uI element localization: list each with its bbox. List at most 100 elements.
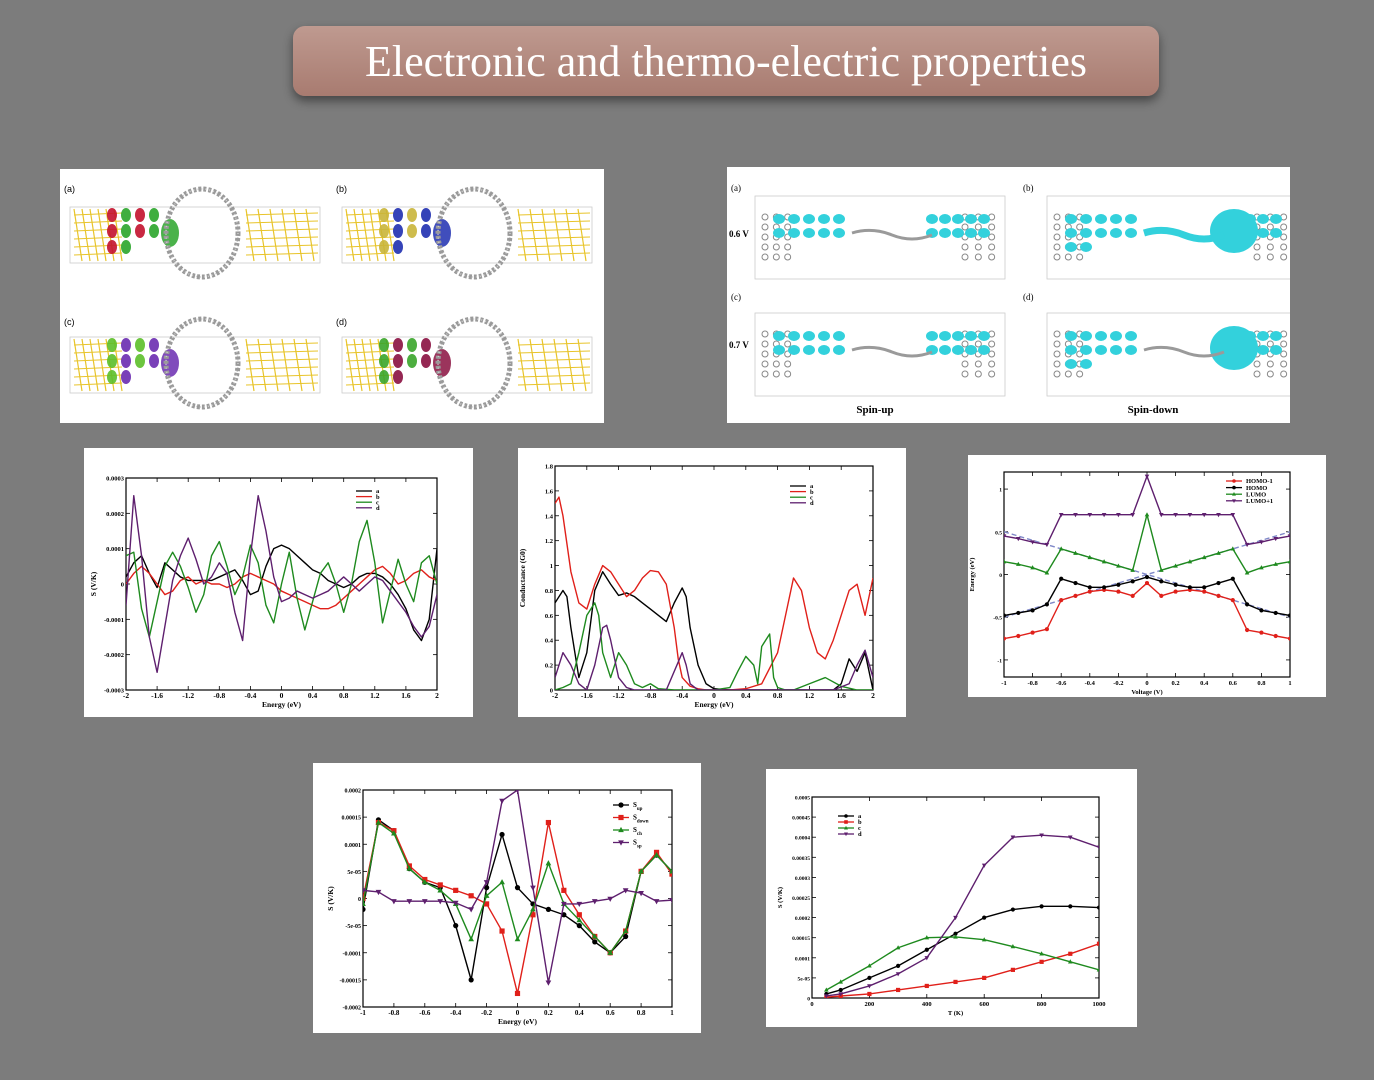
- orbital-lobe: [421, 338, 431, 352]
- data-point: [1116, 563, 1121, 568]
- series-a: [126, 544, 437, 642]
- series-d: [555, 624, 873, 690]
- spin-density-blob: [1110, 228, 1122, 238]
- spin-density-blob: [1095, 228, 1107, 238]
- gold-bond: [517, 382, 591, 386]
- data-point: [607, 896, 614, 902]
- data-point: [1244, 570, 1250, 575]
- data-point: [437, 887, 444, 893]
- data-point: [1244, 542, 1250, 548]
- data-point: [515, 790, 520, 794]
- lattice-atom: [761, 243, 769, 251]
- x-tick-label: -1.6: [151, 691, 163, 700]
- data-point: [1030, 630, 1035, 635]
- x-tick-label: 0.6: [1229, 680, 1238, 687]
- lattice-atom: [1076, 253, 1084, 261]
- spin-density-blob: [788, 214, 800, 224]
- spin-density-blob: [1080, 214, 1092, 224]
- data-point: [953, 979, 958, 985]
- y-tick-label: 1.6: [545, 488, 554, 495]
- x-tick-label: 1: [1288, 680, 1291, 687]
- x-tick-label: 1.2: [370, 691, 380, 700]
- data-point: [623, 933, 629, 940]
- spin-cell: (d): [1023, 292, 1290, 397]
- data-point: [484, 885, 490, 891]
- gold-bond: [565, 208, 575, 262]
- gold-bond: [345, 220, 395, 224]
- data-point: [1201, 554, 1207, 560]
- data-point: [1230, 513, 1236, 518]
- spin-density-blob: [952, 214, 964, 224]
- lattice-atom: [784, 243, 792, 251]
- orbital-lobe: [393, 338, 403, 352]
- gold-bond: [517, 208, 527, 262]
- lattice-atom: [772, 370, 780, 378]
- x-tick-label: 0.8: [1257, 680, 1266, 687]
- spin-density-blob: [788, 345, 800, 355]
- spin-column-label: Spin-up: [856, 404, 893, 416]
- legend-subscript: down: [637, 820, 649, 825]
- data-point: [453, 923, 459, 929]
- y-tick-label: 0.00045: [792, 816, 810, 822]
- x-tick-label: -0.6: [1056, 680, 1067, 687]
- lattice-atom: [1053, 223, 1061, 231]
- data-point: [375, 819, 382, 825]
- spin-density-blob: [1095, 331, 1107, 341]
- voltage-label: 0.7 V: [729, 340, 749, 350]
- data-point: [1232, 479, 1236, 483]
- data-point: [1059, 598, 1064, 603]
- y-tick-label: 5e-05: [347, 870, 361, 876]
- data-point: [1010, 835, 1016, 840]
- x-tick-label: -1.6: [581, 691, 593, 700]
- spin-density-blob: [978, 228, 990, 238]
- data-point: [499, 798, 505, 804]
- y-tick-label: 1.2: [545, 538, 553, 545]
- gold-bond: [73, 350, 123, 354]
- orbital-lobe: [421, 354, 431, 368]
- data-point: [1230, 576, 1235, 581]
- series-a: [824, 904, 1099, 997]
- data-point: [1068, 951, 1073, 956]
- x-tick-label: 0.4: [1200, 680, 1209, 687]
- series-lumo: [1004, 512, 1290, 575]
- data-point: [1030, 540, 1035, 545]
- data-point: [1030, 565, 1035, 570]
- data-point: [545, 860, 552, 866]
- y-tick-label: 1.4: [545, 513, 554, 520]
- y-tick-label: 0.0001: [795, 956, 810, 962]
- y-tick-label: 0.8: [545, 588, 554, 595]
- data-point: [1067, 835, 1073, 840]
- data-point: [452, 900, 459, 906]
- x-tick-label: -0.8: [388, 1009, 400, 1017]
- data-point: [1039, 951, 1044, 956]
- y-tick-label: 0.6: [545, 613, 554, 620]
- x-tick-label: -1.2: [182, 691, 194, 700]
- y-tick-label: 0.0004: [795, 836, 810, 842]
- gold-bond: [97, 208, 107, 262]
- spin-density-blob: [1257, 214, 1269, 224]
- x-tick-label: 0.8: [339, 691, 349, 700]
- data-point: [618, 826, 624, 833]
- lattice-atom: [1280, 253, 1288, 261]
- y-tick-label: 0.00035: [792, 856, 810, 862]
- data-point: [669, 868, 672, 874]
- orbital-lobe: [407, 354, 417, 368]
- gold-bond: [345, 366, 395, 370]
- data-point: [421, 899, 428, 905]
- unit-cell-box: [1046, 195, 1290, 280]
- orbital-cell: (d): [336, 316, 593, 410]
- legend-label: b: [858, 819, 862, 826]
- lattice-atom: [974, 243, 982, 251]
- gold-bond: [577, 338, 587, 392]
- unit-cell-box: [754, 195, 1006, 280]
- y-tick-label: 0.00025: [792, 896, 810, 902]
- legend-label: c: [376, 499, 379, 506]
- x-tick-label: 1.2: [805, 691, 815, 700]
- data-point: [1130, 579, 1135, 584]
- data-point: [468, 893, 474, 899]
